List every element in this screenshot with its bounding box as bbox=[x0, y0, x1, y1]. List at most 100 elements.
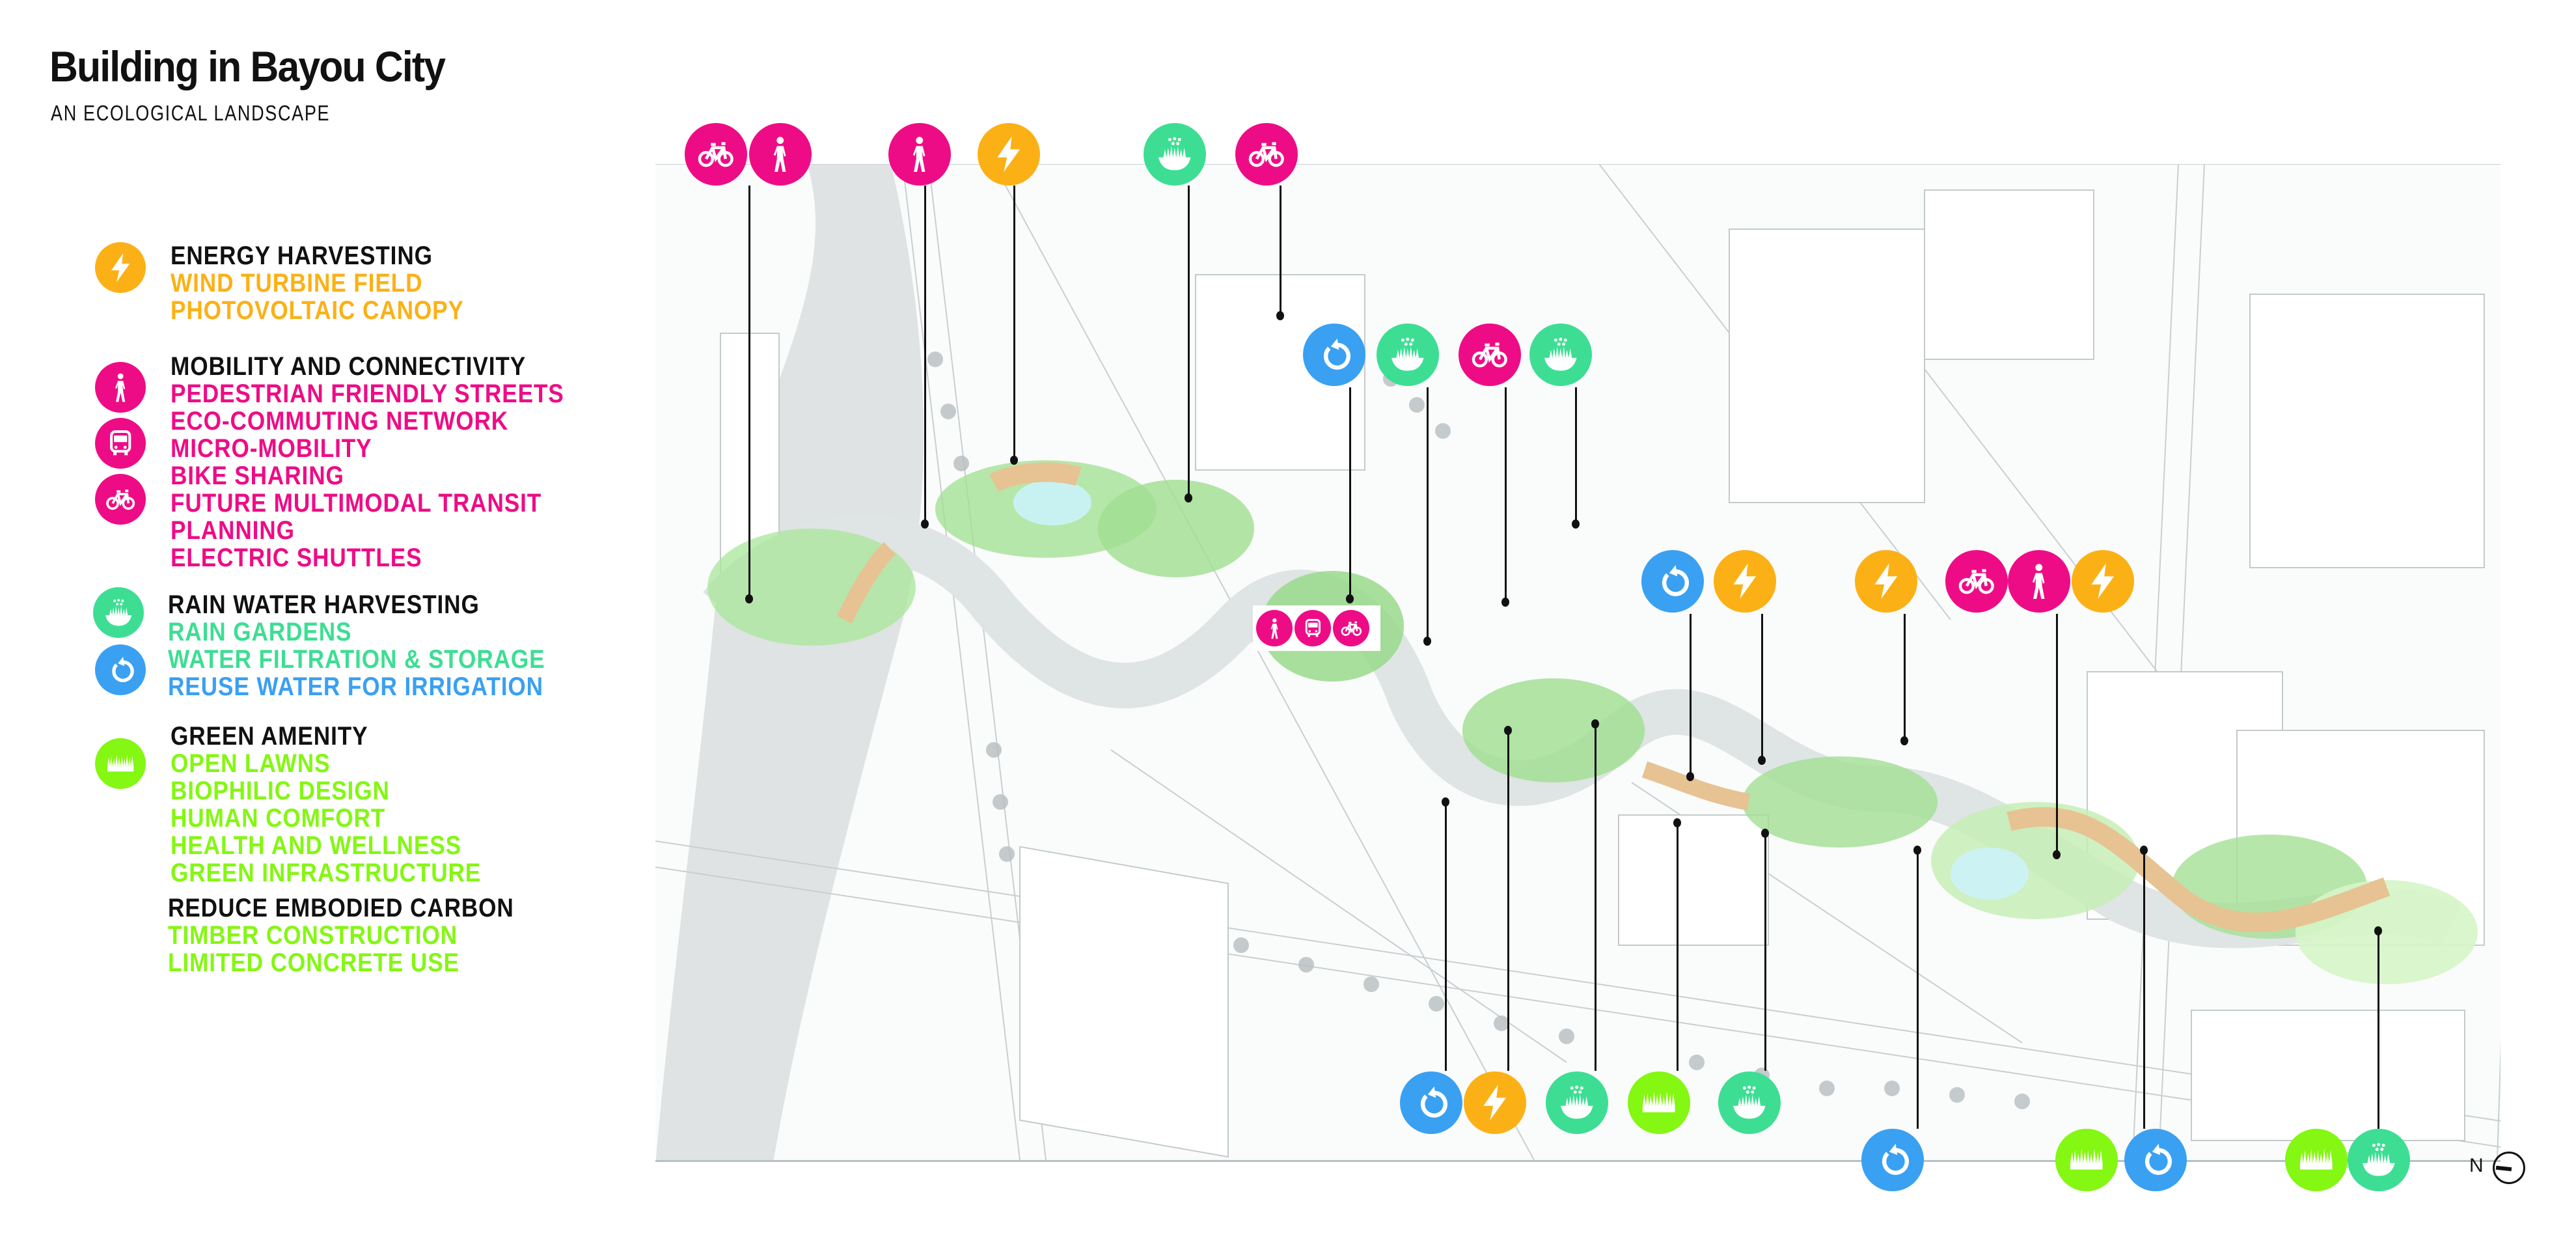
leader-dot bbox=[2140, 846, 2148, 855]
legend-heading-rain: RAIN WATER HARVESTING bbox=[168, 590, 480, 619]
leader-line bbox=[1575, 387, 1577, 524]
map-marker-rain-garden-icon bbox=[1529, 324, 1592, 386]
legend-item: LIMITED CONCRETE USE bbox=[168, 948, 459, 977]
leader-line bbox=[1761, 614, 1763, 760]
map-marker-rain-garden-icon bbox=[1377, 324, 1439, 386]
map-marker-water-reuse-icon bbox=[1861, 1129, 1924, 1191]
leader-dot bbox=[1423, 637, 1431, 646]
leader-dot bbox=[1761, 829, 1769, 838]
map-marker-rain-garden-icon bbox=[1718, 1071, 1781, 1134]
legend-item: TIMBER CONSTRUCTION bbox=[168, 921, 458, 950]
legend-item: ECO-COMMUTING NETWORK bbox=[171, 407, 509, 435]
map-marker-water-reuse-icon bbox=[1303, 324, 1365, 386]
map-drawing bbox=[655, 164, 2501, 1160]
north-arrow-icon bbox=[2493, 1152, 2525, 1184]
map-marker-lightning-bolt-icon bbox=[1714, 550, 1776, 613]
map-marker-bicycle-icon bbox=[1945, 550, 2008, 613]
map-marker-pedestrian-icon bbox=[749, 123, 812, 186]
map-marker-bicycle-icon bbox=[1235, 123, 1298, 186]
leader-line bbox=[2377, 930, 2379, 1129]
legend-item: MICRO-MOBILITY bbox=[171, 434, 372, 463]
page-subtitle: AN ECOLOGICAL LANDSCAPE bbox=[51, 101, 331, 125]
map-marker-lightning-bolt-icon bbox=[1855, 550, 1917, 613]
legend-item: BIKE SHARING bbox=[171, 462, 344, 490]
leader-line bbox=[1904, 614, 1906, 741]
leader-line bbox=[748, 186, 750, 599]
map-marker-bicycle-icon bbox=[1333, 610, 1369, 646]
legend-item: PHOTOVOLTAIC CANOPY bbox=[171, 296, 464, 325]
map-marker-water-reuse-icon bbox=[1400, 1071, 1462, 1134]
map-marker-lightning-bolt-icon bbox=[2072, 550, 2134, 613]
legend-item: RAIN GARDENS bbox=[168, 618, 352, 646]
legend-mobility: MOBILITY AND CONNECTIVITY PEDESTRIAN FRI… bbox=[171, 353, 564, 572]
leader-dot bbox=[745, 594, 753, 603]
map-marker-water-reuse-icon bbox=[2124, 1129, 2187, 1191]
map-marker-pedestrian-icon bbox=[1256, 610, 1293, 646]
map-marker-lawn-icon bbox=[2055, 1129, 2118, 1191]
leader-line bbox=[1677, 822, 1679, 1071]
leader-line bbox=[1349, 387, 1351, 599]
leader-line bbox=[1764, 832, 1766, 1071]
leader-dot bbox=[2374, 926, 2382, 935]
leader-dot bbox=[1686, 772, 1694, 781]
leader-dot bbox=[1673, 818, 1681, 827]
map-marker-lawn-icon bbox=[2285, 1129, 2348, 1191]
legend-item: REUSE WATER FOR IRRIGATION bbox=[168, 672, 543, 701]
bicycle-icon bbox=[95, 474, 146, 525]
legend-heading-energy: ENERGY HARVESTING bbox=[171, 242, 433, 270]
leader-line bbox=[1280, 186, 1281, 316]
leader-line bbox=[1445, 801, 1447, 1071]
leader-dot bbox=[1758, 756, 1766, 765]
legend-energy: ENERGY HARVESTING WIND TURBINE FIELD PHO… bbox=[171, 242, 464, 324]
leader-dot bbox=[1504, 726, 1512, 735]
leader-line bbox=[1188, 186, 1190, 498]
map-marker-lightning-bolt-icon bbox=[1464, 1071, 1526, 1134]
leader-dot bbox=[1442, 797, 1449, 807]
legend-item: PLANNING bbox=[171, 516, 295, 545]
leader-line bbox=[1505, 387, 1507, 602]
leader-dot bbox=[1900, 736, 1908, 745]
bus-icon bbox=[95, 418, 146, 469]
north-label: N bbox=[2469, 1155, 2484, 1176]
legend-rain: RAIN WATER HARVESTING RAIN GARDENS WATER… bbox=[168, 591, 545, 700]
leader-dot bbox=[1572, 519, 1580, 529]
map-marker-water-reuse-icon bbox=[1641, 550, 1704, 613]
legend-item: BIOPHILIC DESIGN bbox=[171, 777, 390, 805]
leader-dot bbox=[1913, 846, 1921, 855]
rain-garden-icon bbox=[93, 587, 144, 638]
legend-item: HUMAN COMFORT bbox=[171, 804, 386, 833]
legend-heading-carbon: REDUCE EMBODIED CARBON bbox=[168, 894, 514, 922]
leader-dot bbox=[1276, 311, 1284, 320]
map-marker-lawn-icon bbox=[1628, 1071, 1690, 1134]
leader-line bbox=[1690, 614, 1692, 777]
leader-dot bbox=[1591, 719, 1599, 728]
leader-line bbox=[2056, 614, 2058, 855]
leader-line bbox=[2143, 849, 2145, 1129]
legend-item: GREEN INFRASTRUCTURE bbox=[171, 859, 482, 887]
leader-line bbox=[1917, 849, 1919, 1129]
site-plan-map bbox=[655, 164, 2501, 1162]
leader-line bbox=[1595, 723, 1596, 1071]
leader-dot bbox=[1010, 456, 1018, 465]
legend-item: WATER FILTRATION & STORAGE bbox=[168, 645, 545, 674]
map-marker-bicycle-icon bbox=[685, 123, 747, 186]
lawn-icon bbox=[95, 738, 146, 789]
water-reuse-icon bbox=[95, 644, 146, 695]
legend-item: HEALTH AND WELLNESS bbox=[171, 831, 461, 860]
lightning-bolt-icon bbox=[95, 242, 146, 293]
legend-item: FUTURE MULTIMODAL TRANSIT bbox=[171, 489, 542, 518]
map-marker-rain-garden-icon bbox=[1546, 1071, 1608, 1134]
leader-dot bbox=[921, 519, 929, 529]
legend-heading-mobility: MOBILITY AND CONNECTIVITY bbox=[171, 352, 527, 381]
page-title: Building in Bayou City bbox=[49, 42, 446, 90]
leader-line bbox=[1427, 387, 1429, 641]
legend-item: WIND TURBINE FIELD bbox=[171, 269, 423, 297]
leader-dot bbox=[2053, 850, 2061, 859]
legend-carbon: REDUCE EMBODIED CARBON TIMBER CONSTRUCTI… bbox=[168, 894, 514, 976]
legend-green: GREEN AMENITY OPEN LAWNS BIOPHILIC DESIG… bbox=[171, 723, 481, 887]
map-marker-bicycle-icon bbox=[1459, 324, 1521, 386]
leader-line bbox=[924, 186, 926, 524]
map-marker-rain-garden-icon bbox=[1144, 123, 1206, 186]
legend-heading-green: GREEN AMENITY bbox=[171, 722, 368, 751]
leader-dot bbox=[1346, 594, 1354, 603]
